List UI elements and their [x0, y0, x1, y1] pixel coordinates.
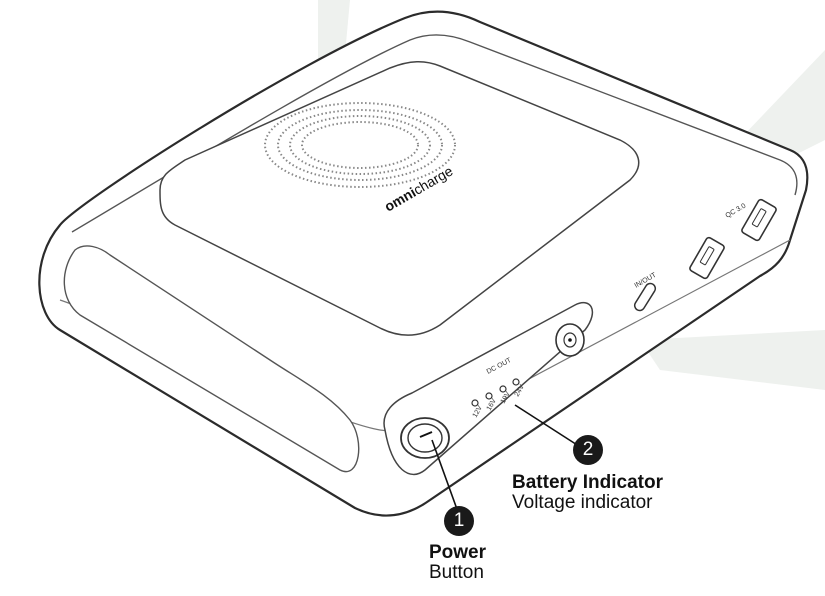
led-24v: [512, 378, 520, 386]
led-16v: [485, 392, 493, 400]
callout-2-subtitle: Voltage indicator: [512, 491, 653, 513]
dc-out-port[interactable]: [555, 323, 585, 357]
usb-a-port-2[interactable]: [741, 198, 777, 242]
led-12v: [471, 399, 479, 407]
callout-1-marker: 1: [444, 506, 474, 536]
callout-2-label: Battery Indicator Voltage indicator: [512, 473, 663, 513]
wireless-charging-pad: [264, 102, 456, 188]
wireless-pad-center: [315, 128, 405, 162]
voltage-indicator-leds: [471, 378, 520, 407]
led-19v: [499, 385, 507, 393]
usb-a-port-1[interactable]: [689, 236, 725, 280]
top-panel: [159, 61, 640, 336]
callout-1-label: Power Button: [429, 543, 486, 583]
callout-2-marker: 2: [573, 435, 603, 465]
callout-2-leader: [514, 404, 586, 451]
callout-1-subtitle: Button: [429, 561, 484, 583]
usb-c-port[interactable]: [633, 282, 657, 313]
side-grip: [63, 245, 360, 473]
callout-2-title: Battery Indicator: [512, 472, 663, 493]
power-button[interactable]: [400, 417, 450, 459]
callout-1-leader: [431, 439, 459, 513]
callout-1-title: Power: [429, 542, 487, 563]
